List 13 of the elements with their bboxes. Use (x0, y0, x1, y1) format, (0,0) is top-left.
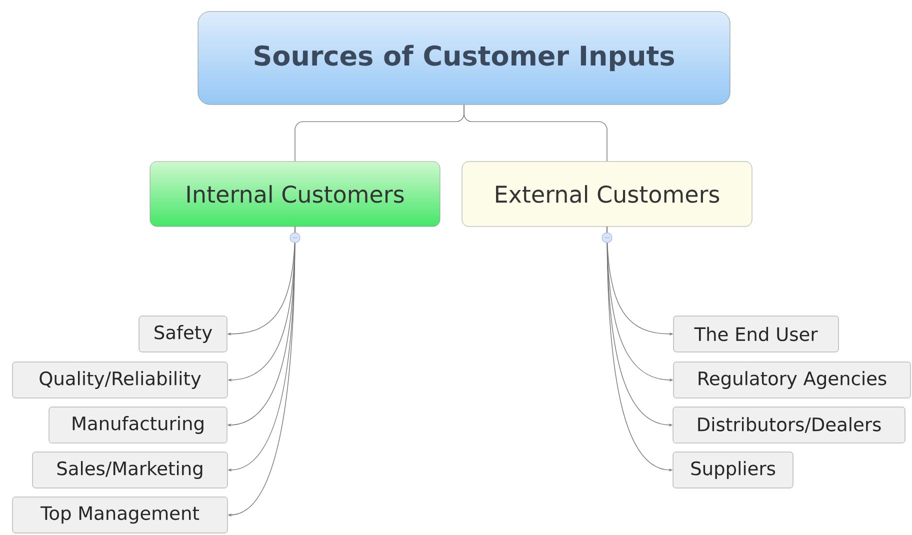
leaf-box: Distributors/Dealers (672, 406, 906, 444)
leaf-box: Top Management (12, 496, 228, 534)
topic-box: Sources of Customer Inputs (198, 11, 730, 105)
leaf-box: Sales/Marketing (32, 452, 228, 488)
connector (464, 104, 608, 162)
leaf-box: The End User (673, 316, 839, 352)
leaf-box: Quality/Reliability (12, 362, 228, 398)
leaf-box: Manufacturing (48, 406, 228, 444)
leaf-box: Safety (138, 316, 228, 352)
leaf-box: Suppliers (672, 452, 794, 488)
branch-box: Internal Customers (150, 161, 440, 227)
leaf-box: Regulatory Agencies (673, 362, 911, 398)
branch-box: External Customers (462, 161, 752, 227)
